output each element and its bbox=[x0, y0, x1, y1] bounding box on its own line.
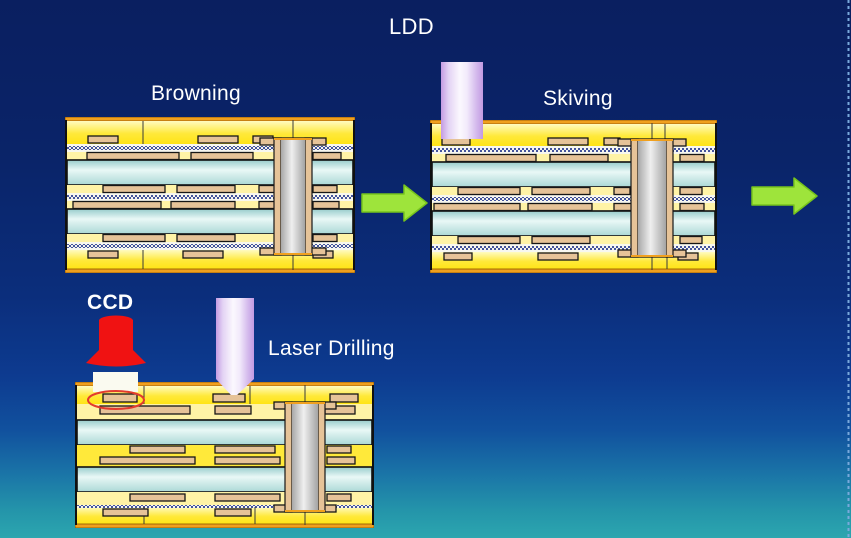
slide-right-border bbox=[847, 0, 850, 538]
ccd-label: CCD bbox=[87, 291, 134, 314]
skiving-tool-icon bbox=[441, 62, 483, 139]
step-label-laser-drilling: Laser Drilling bbox=[268, 337, 395, 360]
inspection-window bbox=[93, 372, 138, 392]
alignment-ellipse bbox=[87, 390, 145, 410]
ccd-camera-icon bbox=[86, 315, 146, 367]
step-label-browning: Browning bbox=[151, 82, 241, 105]
step-label-skiving: Skiving bbox=[543, 87, 613, 110]
slide-title: LDD bbox=[389, 14, 434, 39]
pcb-cross-section-browning bbox=[65, 117, 355, 273]
arrow-right-icon bbox=[361, 184, 428, 222]
laser-tool-icon bbox=[216, 298, 254, 395]
arrow-right-icon bbox=[751, 177, 818, 215]
pcb-cross-section-skiving bbox=[430, 120, 717, 273]
